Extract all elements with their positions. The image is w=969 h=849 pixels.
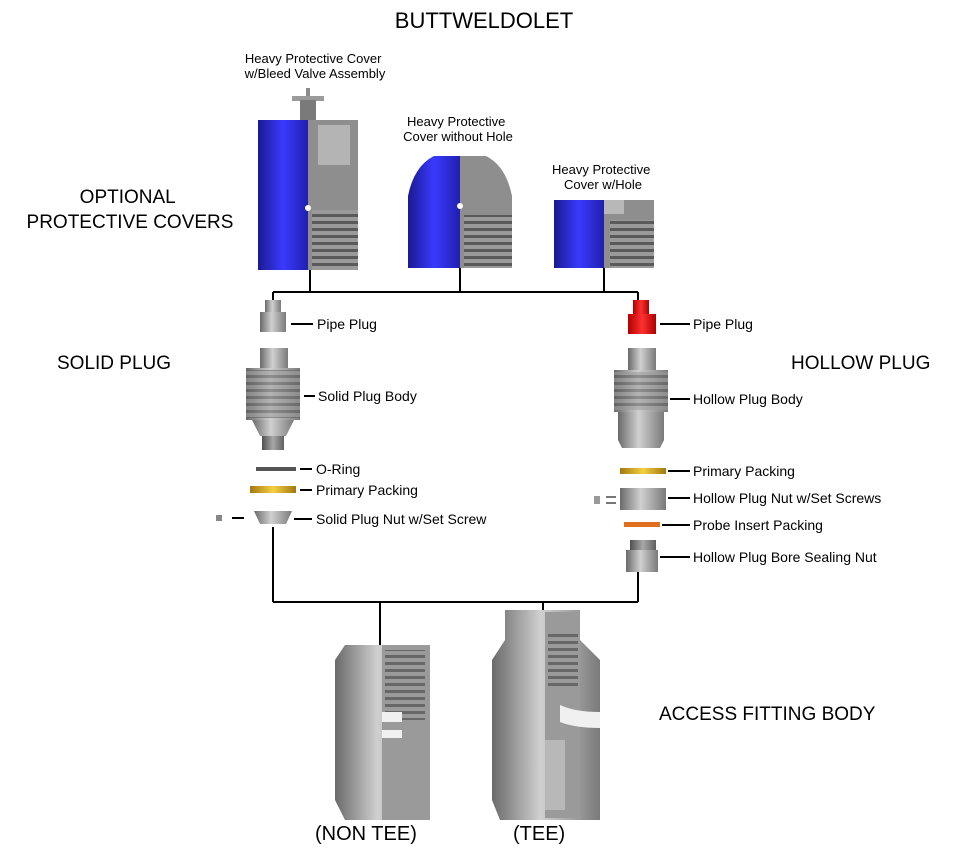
solid-primary-packing-label: Primary Packing: [316, 482, 418, 498]
o-ring-label: O-Ring: [316, 461, 360, 477]
solid-plug-leaders: [232, 323, 315, 520]
hollow-primary-packing-label: Primary Packing: [693, 463, 795, 479]
access-fitting-body-label: ACCESS FITTING BODY: [659, 704, 876, 725]
cover-with-hole-label: Heavy Protective Cover w/Hole: [552, 162, 654, 192]
optional-covers-label-line1: OPTIONAL: [80, 187, 176, 208]
cover-with-hole: [554, 200, 654, 268]
cover-bleed-valve-label: Heavy Protective Cover w/Bleed Valve Ass…: [244, 51, 386, 81]
optional-covers-label: OPTIONAL PROTECTIVE COVERS: [27, 187, 234, 233]
cover-with-hole-label-line2: Cover w/Hole: [564, 177, 642, 192]
cover-bleed-valve-label-line2: w/Bleed Valve Assembly: [244, 66, 386, 81]
cover-with-hole-label-line1: Heavy Protective: [552, 162, 650, 177]
cover-bleed-valve: [258, 88, 358, 270]
hollow-plug-nut-label: Hollow Plug Nut w/Set Screws: [693, 490, 881, 506]
cover-without-hole-label-line1: Heavy Protective: [407, 114, 505, 129]
hollow-plug-bore-nut-label: Hollow Plug Bore Sealing Nut: [693, 549, 877, 565]
solid-plug-nut-label: Solid Plug Nut w/Set Screw: [316, 511, 487, 527]
hollow-plug-body-label: Hollow Plug Body: [693, 391, 803, 407]
cover-without-hole-label-line2: Cover without Hole: [403, 129, 513, 144]
tee-body: [492, 610, 600, 820]
hollow-plug-leaders: [660, 323, 690, 558]
hollow-pipe-plug-label: Pipe Plug: [693, 316, 753, 332]
cover-without-hole: [408, 156, 512, 268]
solid-plug-stack: [216, 300, 300, 524]
diagram-title: BUTTWELDOLET: [395, 8, 573, 33]
cover-bleed-valve-label-line1: Heavy Protective Cover: [245, 51, 382, 66]
non-tee-body: [335, 645, 430, 820]
cover-without-hole-label: Heavy Protective Cover without Hole: [403, 114, 513, 144]
optional-covers-label-line2: PROTECTIVE COVERS: [27, 212, 234, 233]
hollow-plug-label: HOLLOW PLUG: [791, 353, 930, 374]
hollow-plug-stack: [594, 300, 668, 572]
probe-insert-packing-label: Probe Insert Packing: [693, 517, 823, 533]
solid-plug-body-label: Solid Plug Body: [318, 388, 417, 404]
connector-lines: [272, 268, 639, 645]
solid-plug-label: SOLID PLUG: [57, 353, 171, 374]
tee-label: (TEE): [513, 823, 565, 845]
non-tee-label: (NON TEE): [315, 823, 417, 845]
solid-pipe-plug-label: Pipe Plug: [317, 316, 377, 332]
